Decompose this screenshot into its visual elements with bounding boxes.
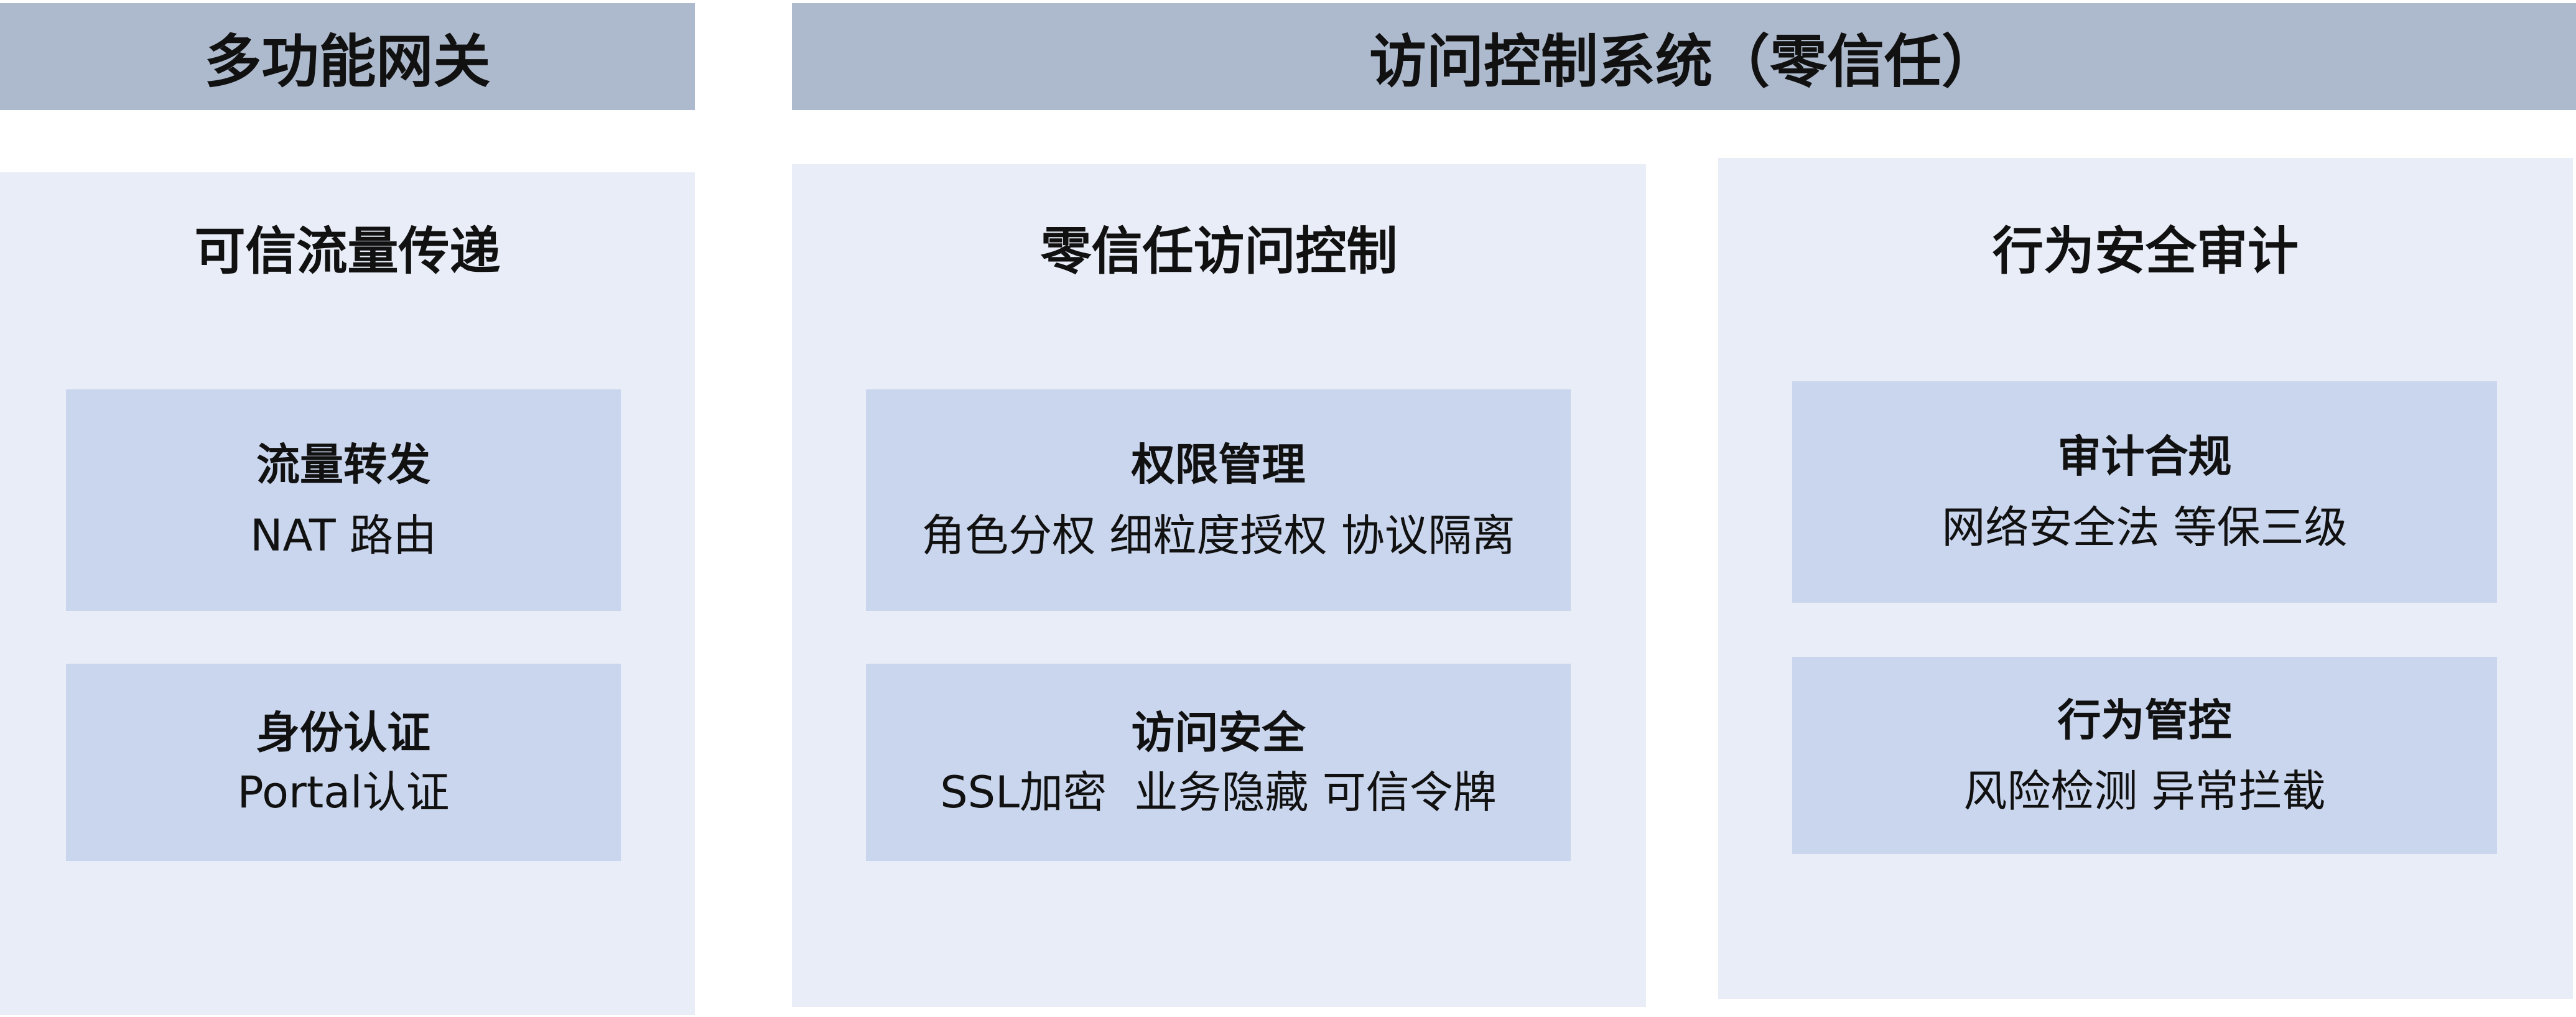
box-permission-management: 权限管理 角色分权 细粒度授权 协议隔离 (866, 389, 1571, 611)
box-body: NAT 路由 (250, 510, 437, 561)
box-title: 权限管理 (1131, 439, 1306, 490)
panel-zero-trust-access: 零信任访问控制 权限管理 角色分权 细粒度授权 协议隔离 访问安全 SSL加密 … (792, 164, 1646, 1007)
box-title: 行为管控 (2057, 694, 2232, 746)
box-body: 风险检测 异常拦截 (1963, 765, 2326, 817)
box-body: 网络安全法 等保三级 (1941, 502, 2348, 553)
box-audit-compliance: 审计合规 网络安全法 等保三级 (1792, 381, 2497, 603)
box-body: SSL加密 业务隐藏 可信令牌 (940, 766, 1497, 818)
panel-trusted-traffic: 可信流量传递 流量转发 NAT 路由 身份认证 Portal认证 (0, 172, 695, 1015)
box-traffic-forwarding: 流量转发 NAT 路由 (66, 389, 621, 611)
box-title: 访问安全 (1131, 707, 1306, 758)
access-control-header: 访问控制系统（零信任） (792, 3, 2576, 110)
box-access-security: 访问安全 SSL加密 业务隐藏 可信令牌 (866, 664, 1571, 861)
box-body: 角色分权 细粒度授权 协议隔离 (921, 510, 1515, 561)
box-title: 流量转发 (256, 439, 430, 490)
box-title: 审计合规 (2057, 431, 2232, 482)
box-identity-auth: 身份认证 Portal认证 (66, 664, 621, 861)
gateway-header: 多功能网关 (0, 3, 695, 110)
access-control-header-title: 访问控制系统（零信任） (1369, 28, 1999, 95)
box-body: Portal认证 (237, 766, 450, 818)
panel-title: 行为安全审计 (1992, 222, 2299, 281)
panel-title: 可信流量传递 (194, 222, 501, 281)
gateway-header-title: 多功能网关 (204, 28, 491, 95)
box-behavior-control: 行为管控 风险检测 异常拦截 (1792, 657, 2497, 854)
panel-title: 零信任访问控制 (1040, 222, 1398, 281)
panel-behavior-audit: 行为安全审计 审计合规 网络安全法 等保三级 行为管控 风险检测 异常拦截 (1718, 158, 2573, 999)
box-title: 身份认证 (256, 707, 430, 758)
